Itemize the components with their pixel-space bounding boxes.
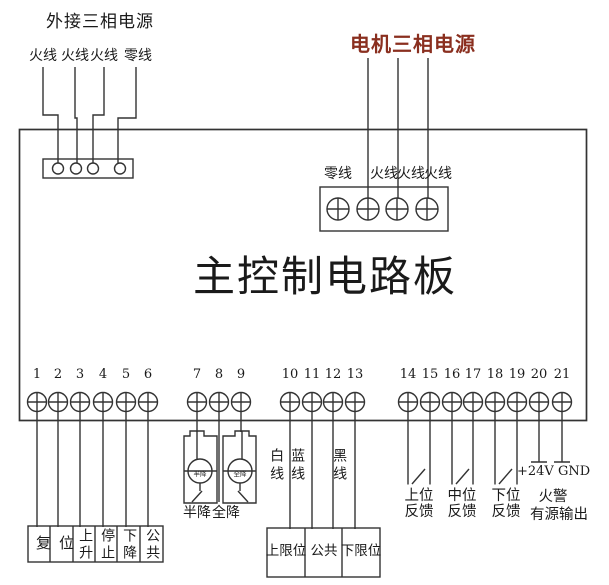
- motor-terminal-label: 火线: [370, 166, 398, 182]
- upper-limit-cell-label: 上限位: [265, 543, 307, 559]
- motor-terminal-label: 零线: [324, 166, 352, 182]
- common-cell-label: 公共: [144, 528, 161, 562]
- terminal-number: 7: [192, 367, 202, 382]
- ext-wire-label: 火线: [61, 48, 89, 64]
- terminal-number: 9: [236, 367, 246, 382]
- limit-switch-box: [266, 527, 381, 578]
- control-button-box: [27, 525, 164, 563]
- feedback-switch-symbols: [411, 468, 513, 485]
- down-cell-label: 下降: [121, 528, 138, 562]
- ext-wire-label: 零线: [124, 48, 152, 64]
- lower-limit-cell-label: 下限位: [340, 543, 382, 559]
- lower-feedback-label: 下位 反馈: [491, 488, 521, 520]
- terminal-number: 6: [143, 367, 153, 382]
- main-board-outline: [18, 128, 588, 422]
- reset-cell-label: 复位: [36, 534, 83, 552]
- up-cell-label: 上升: [77, 528, 94, 562]
- half-drop-button-face: 半降: [193, 470, 207, 478]
- terminal-number: 17: [464, 367, 482, 382]
- half-drop-label: 半降: [183, 505, 211, 521]
- terminal-number: 15: [421, 367, 439, 382]
- fire-alarm-label-line2: 有源输出: [530, 507, 588, 523]
- terminal-number: 2: [53, 367, 63, 382]
- stop-cell-label: 停止: [99, 528, 116, 562]
- terminal-number: 4: [98, 367, 108, 382]
- blue-wire-label: 蓝线: [289, 448, 306, 484]
- terminal-number: 19: [508, 367, 526, 382]
- terminal-number: 11: [303, 367, 321, 382]
- terminal-number: 1: [32, 367, 42, 382]
- ext-wire-label: 火线: [29, 48, 57, 64]
- terminal-number: 14: [399, 367, 417, 382]
- full-drop-label: 全降: [212, 505, 240, 521]
- fire-alarm-label-line1: 火警: [538, 489, 568, 505]
- terminal-number: 3: [75, 367, 85, 382]
- motor-power-title: 电机三相电源: [350, 32, 476, 56]
- drop-button-assemblies: [183, 430, 257, 504]
- full-drop-button-face: 全降: [233, 470, 247, 478]
- terminal-wires: [36, 392, 563, 529]
- white-wire-label: 白线: [268, 448, 285, 484]
- terminal-number: 8: [214, 367, 224, 382]
- terminal-number: 16: [443, 367, 461, 382]
- board-title: 主控制电路板: [192, 252, 457, 301]
- screw-terminal-icons: [26, 391, 573, 413]
- black-wire-label: 黑线: [331, 448, 348, 484]
- terminal-number: 20: [530, 367, 548, 382]
- terminal-number: 21: [553, 367, 571, 382]
- motor-terminal-label: 火线: [397, 166, 425, 182]
- power-output-label: +24V GND: [517, 464, 591, 479]
- terminal-number: 10: [281, 367, 299, 382]
- ext-wire-label: 火线: [90, 48, 118, 64]
- terminal-number: 18: [486, 367, 504, 382]
- common-limit-cell-label: 公共: [310, 543, 338, 559]
- middle-feedback-label: 中位 反馈: [447, 488, 477, 520]
- motor-power-wires: [367, 58, 429, 198]
- terminal-number: 13: [346, 367, 364, 382]
- external-power-wires: [42, 67, 137, 163]
- motor-terminal-block: [319, 186, 449, 232]
- upper-feedback-label: 上位 反馈: [404, 488, 434, 520]
- motor-terminal-label: 火线: [424, 166, 452, 182]
- terminal-number: 5: [121, 367, 131, 382]
- external-power-terminal-strip: [42, 158, 134, 179]
- terminal-number: 12: [324, 367, 342, 382]
- external-power-title: 外接三相电源: [46, 12, 154, 32]
